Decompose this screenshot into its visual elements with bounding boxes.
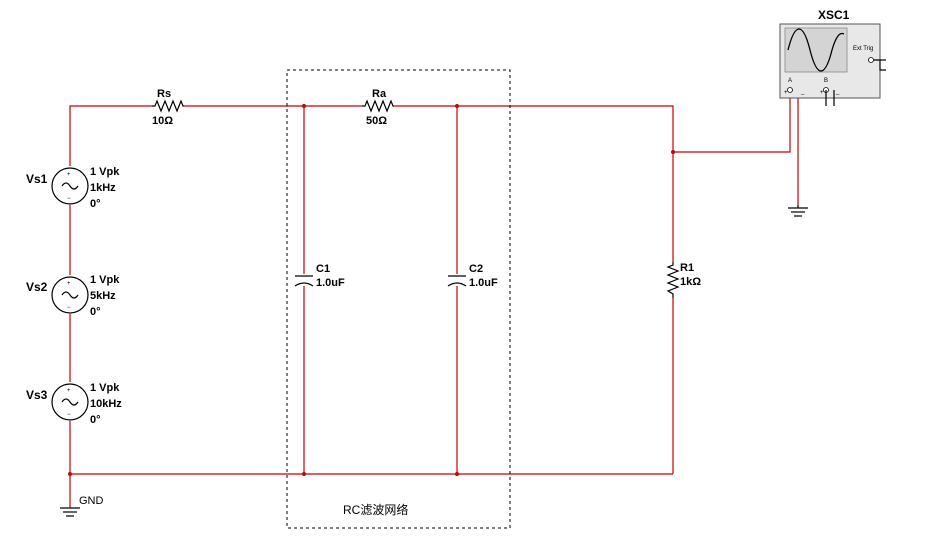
plus-sign: + bbox=[784, 90, 788, 96]
ac-source-vs3[interactable]: + − Vs3 1 Vpk 10kHz 0° bbox=[26, 382, 122, 426]
vs1-name: Vs1 bbox=[26, 172, 48, 186]
minus-sign: _ bbox=[800, 89, 805, 95]
capacitor-c2[interactable]: C2 1.0uF bbox=[447, 263, 498, 289]
ra-name: Ra bbox=[372, 88, 387, 100]
junction-dot bbox=[455, 104, 459, 108]
wire-left-top bbox=[69, 105, 152, 166]
junction-dot bbox=[455, 472, 459, 476]
wires bbox=[69, 90, 799, 508]
channel-b-label: B bbox=[824, 78, 828, 84]
ground-symbol-scope[interactable] bbox=[788, 205, 808, 217]
vs2-amplitude: 1 Vpk bbox=[90, 274, 120, 286]
ext-trig-label: Ext Trig bbox=[853, 46, 873, 52]
vs3-name: Vs3 bbox=[26, 388, 48, 402]
c1-value: 1.0uF bbox=[316, 277, 345, 289]
scope-name: XSC1 bbox=[818, 8, 850, 22]
ext-trig-terminal[interactable] bbox=[868, 57, 874, 63]
svg-text:−: − bbox=[67, 196, 71, 202]
plus-sign: + bbox=[820, 90, 824, 96]
rc-filter-box[interactable] bbox=[286, 69, 511, 529]
sine-wave-icon bbox=[787, 28, 845, 72]
resistor-r1[interactable]: R1 1kΩ bbox=[666, 262, 701, 298]
c1-name: C1 bbox=[316, 263, 330, 275]
rs-value: 10Ω bbox=[152, 115, 173, 127]
junction-dot bbox=[671, 150, 675, 154]
vs2-phase: 0° bbox=[90, 306, 101, 318]
svg-text:+: + bbox=[67, 172, 71, 178]
junction-dot bbox=[302, 104, 306, 108]
junctions bbox=[68, 104, 675, 476]
ra-value: 50Ω bbox=[366, 115, 387, 127]
vs2-frequency: 5kHz bbox=[90, 290, 116, 302]
vs3-phase: 0° bbox=[90, 414, 101, 426]
minus-sign: _ bbox=[835, 89, 840, 95]
vs1-amplitude: 1 Vpk bbox=[90, 166, 120, 178]
capacitor-c1[interactable]: C1 1.0uF bbox=[294, 263, 345, 289]
ground-symbol-main[interactable]: GND bbox=[60, 495, 104, 517]
junction-dot bbox=[302, 472, 306, 476]
rs-name: Rs bbox=[157, 88, 171, 100]
vs1-phase: 0° bbox=[90, 198, 101, 210]
svg-text:−: − bbox=[67, 305, 71, 311]
channel-a-plus-terminal[interactable] bbox=[787, 87, 793, 93]
scope-screen bbox=[784, 27, 848, 73]
resistor-ra[interactable]: Ra 50Ω bbox=[362, 88, 394, 127]
svg-text:−: − bbox=[67, 412, 71, 418]
c2-value: 1.0uF bbox=[469, 277, 498, 289]
r1-value: 1kΩ bbox=[680, 276, 701, 288]
vs3-amplitude: 1 Vpk bbox=[90, 382, 120, 394]
channel-a-label: A bbox=[788, 78, 792, 84]
rc-filter-label: RC滤波网络 bbox=[343, 502, 408, 517]
junction-dot bbox=[68, 472, 72, 476]
svg-text:+: + bbox=[67, 281, 71, 287]
vs3-frequency: 10kHz bbox=[90, 398, 122, 410]
oscilloscope-xsc1[interactable]: XSC1 Ext Trig A B + + _ _ bbox=[779, 8, 886, 106]
wire-ra-r1 bbox=[394, 105, 674, 262]
vs1-frequency: 1kHz bbox=[90, 182, 116, 194]
svg-text:+: + bbox=[67, 388, 71, 394]
ac-source-vs1[interactable]: + − Vs1 1 Vpk 1kHz 0° bbox=[26, 166, 120, 210]
c2-name: C2 bbox=[469, 263, 483, 275]
wire-scope-a-plus bbox=[673, 90, 791, 153]
gnd-label: GND bbox=[79, 495, 104, 507]
r1-name: R1 bbox=[680, 262, 694, 274]
vs2-name: Vs2 bbox=[26, 280, 48, 294]
ac-source-vs2[interactable]: + − Vs2 1 Vpk 5kHz 0° bbox=[26, 274, 120, 318]
resistor-rs[interactable]: Rs 10Ω bbox=[152, 88, 184, 127]
